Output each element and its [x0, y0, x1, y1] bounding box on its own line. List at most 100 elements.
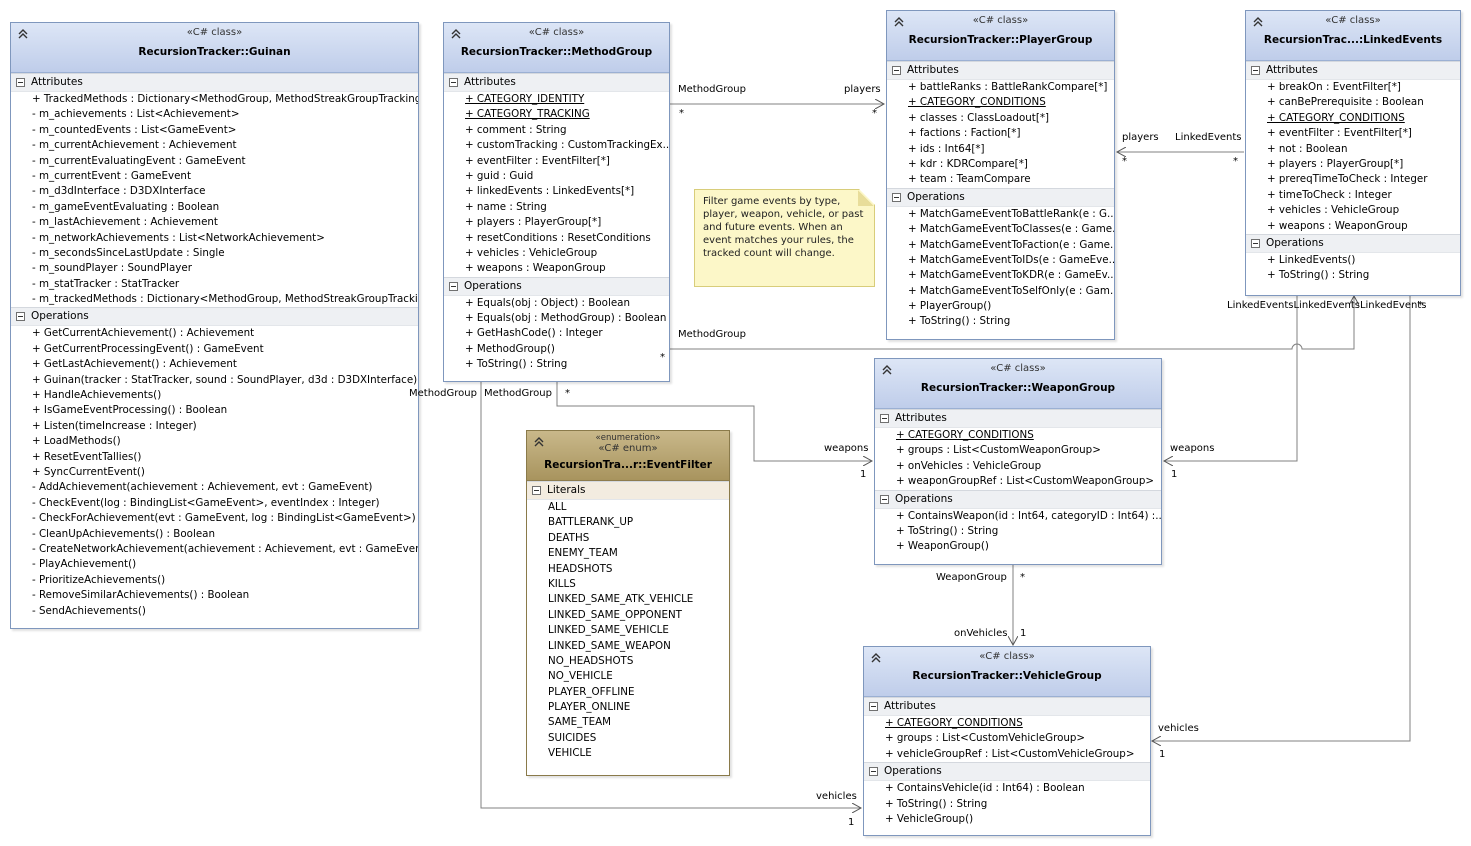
edge-multiplicity: 1 [848, 817, 855, 828]
edge-multiplicity: 1 [1171, 469, 1178, 480]
member-row: - PlayAchievement() [32, 558, 137, 571]
edge-methodgroup-linkedevents [670, 296, 1354, 350]
class-header[interactable]: «C# class» RecursionTracker::VehicleGrou… [864, 647, 1150, 697]
member-row: + MatchGameEventToBattleRank(e : G... [908, 207, 1114, 220]
attributes-section-header[interactable]: Attributes [864, 697, 1150, 716]
edge-label: LinkedEventsLinkedEventsLinkedEvents [1227, 300, 1427, 311]
class-name: RecursionTracker::PlayerGroup [908, 34, 1093, 46]
collapse-chevron-icon[interactable] [892, 15, 906, 29]
collapse-toggle-icon[interactable] [869, 702, 878, 711]
collapse-chevron-icon[interactable] [532, 435, 546, 449]
class-header[interactable]: «C# class» RecursionTracker::MethodGroup [444, 23, 669, 73]
collapse-chevron-icon[interactable] [449, 27, 463, 41]
enum-header[interactable]: «enumeration» «C# enum» RecursionTra...r… [527, 431, 729, 481]
member-row: + vehicles : VehicleGroup [465, 246, 598, 259]
comment-note[interactable]: Filter game events by type, player, weap… [694, 189, 875, 287]
collapse-toggle-icon[interactable] [449, 281, 458, 291]
collapse-chevron-icon[interactable] [16, 27, 30, 41]
collapse-toggle-icon[interactable] [16, 312, 25, 322]
attributes-section-header[interactable]: Attributes [444, 73, 669, 92]
member-row: + CATEGORY_IDENTITY [465, 93, 585, 105]
collapse-chevron-icon[interactable] [1251, 15, 1265, 29]
collapse-toggle-icon[interactable] [892, 66, 901, 75]
member-row: + ContainsVehicle(id : Int64) : Boolean [885, 782, 1085, 795]
member-row: + ContainsWeapon(id : Int64, categoryID … [896, 509, 1161, 522]
collapse-chevron-icon[interactable] [869, 651, 883, 665]
member-row: SUICIDES [548, 731, 597, 744]
collapse-toggle-icon[interactable] [1251, 238, 1260, 248]
member-row: - m_secondsSinceLastUpdate : Single [32, 246, 225, 259]
operations-section-header[interactable]: Operations [1246, 233, 1460, 253]
edge-label: MethodGroup [678, 329, 746, 340]
stereotype: «C# class» [979, 651, 1035, 662]
edge-multiplicity: * [679, 108, 684, 119]
member-row: + weaponGroupRef : List<CustomWeaponGrou… [896, 475, 1154, 488]
member-row: + onVehicles : VehicleGroup [896, 459, 1042, 472]
member-row: ALL [548, 501, 567, 513]
edge-label: LinkedEvents [1175, 132, 1242, 143]
attributes-section-header[interactable]: Attributes [875, 409, 1161, 428]
edge-multiplicity: 1 [1020, 628, 1027, 639]
collapse-toggle-icon[interactable] [532, 486, 541, 495]
operations-section-header[interactable]: Operations [875, 489, 1161, 509]
edge-multiplicity: 1 [860, 469, 867, 480]
attribute-list: + CATEGORY_CONDITIONS+ groups : List<Cus… [875, 428, 1161, 490]
edge-multiplicity: 1 [1159, 749, 1166, 760]
enum-eventfilter[interactable]: «enumeration» «C# enum» RecursionTra...r… [526, 430, 730, 776]
member-row: NO_VEHICLE [548, 670, 613, 683]
class-linkedevents[interactable]: «C# class» RecursionTrac...:LinkedEvents… [1245, 10, 1461, 296]
member-row: + GetCurrentAchievement() : Achievement [32, 327, 255, 340]
member-row: + GetLastAchievement() : Achievement [32, 358, 237, 371]
attributes-section-header[interactable]: Attributes [887, 61, 1114, 80]
collapse-toggle-icon[interactable] [880, 414, 889, 423]
collapse-toggle-icon[interactable] [16, 78, 25, 87]
collapse-toggle-icon[interactable] [892, 192, 901, 202]
operations-section-header[interactable]: Operations [864, 762, 1150, 782]
class-vehiclegroup[interactable]: «C# class» RecursionTracker::VehicleGrou… [863, 646, 1151, 836]
operation-list: + ContainsVehicle(id : Int64) : Boolean+… [864, 781, 1150, 827]
class-methodgroup[interactable]: «C# class» RecursionTracker::MethodGroup… [443, 22, 670, 382]
collapse-toggle-icon[interactable] [449, 78, 458, 87]
stereotype: «C# class» [186, 27, 243, 38]
member-row: LINKED_SAME_WEAPON [548, 639, 671, 652]
attributes-section-header[interactable]: Attributes [1246, 61, 1460, 80]
class-playergroup[interactable]: «C# class» RecursionTracker::PlayerGroup… [886, 10, 1115, 340]
class-header[interactable]: «C# class» RecursionTracker::WeaponGroup [875, 359, 1161, 409]
member-row: + vehicleGroupRef : List<CustomVehicleGr… [885, 747, 1135, 760]
member-row: + MatchGameEventToFaction(e : Game... [908, 238, 1114, 251]
member-row: + linkedEvents : LinkedEvents[*] [465, 185, 635, 198]
class-guinan[interactable]: «C# class» RecursionTracker::Guinan Attr… [10, 22, 419, 629]
member-row: SAME_TEAM [548, 716, 612, 729]
edge-label: vehicles [816, 791, 857, 802]
attributes-section-header[interactable]: Attributes [11, 73, 418, 92]
operations-section-header[interactable]: Operations [444, 276, 669, 296]
member-row: + breakOn : EventFilter[*] [1267, 81, 1401, 93]
member-row: + MatchGameEventToSelfOnly(e : Gam... [908, 284, 1114, 297]
class-header[interactable]: «C# class» RecursionTrac...:LinkedEvents [1246, 11, 1460, 61]
collapse-toggle-icon[interactable] [869, 767, 878, 777]
class-header[interactable]: «C# class» RecursionTracker::Guinan [11, 23, 418, 73]
operations-section-header[interactable]: Operations [11, 307, 418, 327]
class-name: RecursionTracker::VehicleGroup [912, 670, 1102, 682]
attribute-list: + battleRanks : BattleRankCompare[*]+ CA… [887, 80, 1114, 188]
edge-multiplicity: * [1418, 300, 1423, 311]
class-weapongroup[interactable]: «C# class» RecursionTracker::WeaponGroup… [874, 358, 1162, 565]
collapse-chevron-icon[interactable] [880, 363, 894, 377]
edge-linkedevents-vehiclegroup [1152, 296, 1411, 741]
edge-linkedevents-weapongroup [1164, 296, 1298, 461]
class-header[interactable]: «C# class» RecursionTracker::PlayerGroup [887, 11, 1114, 61]
member-row: + CATEGORY_CONDITIONS [1267, 111, 1405, 124]
member-row: + LinkedEvents() [1267, 253, 1356, 266]
member-row: - m_achievements : List<Achievement> [32, 108, 240, 121]
collapse-toggle-icon[interactable] [880, 494, 889, 504]
member-row: HEADSHOTS [548, 562, 613, 575]
literals-section-header[interactable]: Literals [527, 481, 729, 500]
member-row: + team : TeamCompare [908, 173, 1031, 186]
collapse-toggle-icon[interactable] [1251, 66, 1260, 75]
operation-list: + ContainsWeapon(id : Int64, categoryID … [875, 509, 1161, 555]
member-row: + weapons : WeaponGroup [465, 262, 606, 275]
operations-section-header[interactable]: Operations [887, 187, 1114, 207]
member-row: + MatchGameEventToKDR(e : GameEv... [908, 269, 1114, 282]
attribute-list: + TrackedMethods : Dictionary<MethodGrou… [11, 92, 418, 307]
